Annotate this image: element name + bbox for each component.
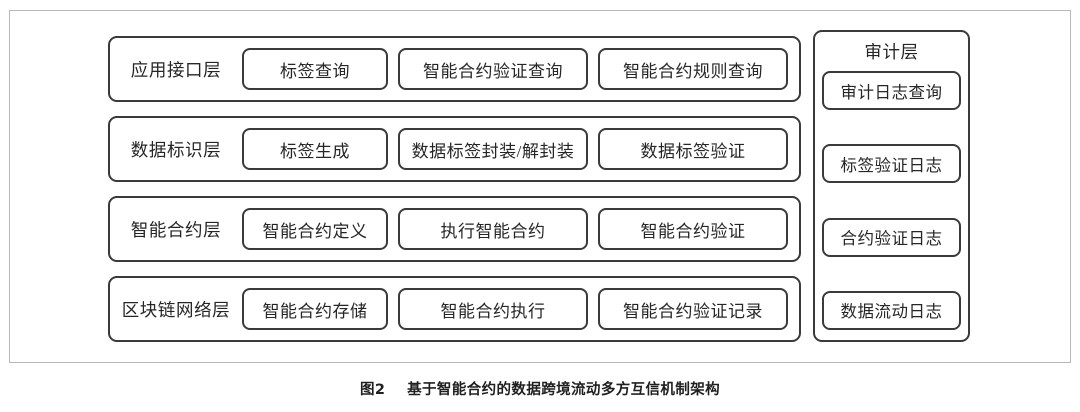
layer-row-application-interface: 应用接口层 标签查询 智能合约验证查询 智能合约规则查询 [108,36,801,102]
module-box[interactable]: 数据标签验证 [598,128,788,170]
audit-panel-title: 审计层 [864,42,919,62]
audit-item-list: 审计日志查询 标签验证日志 合约验证日志 数据流动日志 [815,71,968,340]
module-box[interactable]: 智能合约执行 [398,288,588,330]
module-box[interactable]: 标签查询 [242,48,388,90]
layer-label: 智能合约层 [130,219,222,240]
layer-label: 应用接口层 [130,59,222,80]
module-box[interactable]: 智能合约存储 [242,288,388,330]
audit-item-box[interactable]: 合约验证日志 [822,217,961,257]
audit-item-box[interactable]: 审计日志查询 [822,71,961,110]
module-box[interactable]: 智能合约验证记录 [598,288,788,330]
layer-module-list: 标签查询 智能合约验证查询 智能合约规则查询 [242,38,799,100]
layer-row-blockchain-network: 区块链网络层 智能合约存储 智能合约执行 智能合约验证记录 [108,276,801,342]
module-box[interactable]: 智能合约定义 [242,208,388,250]
layer-module-list: 标签生成 数据标签封装/解封装 数据标签验证 [242,118,799,180]
layer-module-list: 智能合约存储 智能合约执行 智能合约验证记录 [242,278,799,340]
module-box[interactable]: 数据标签封装/解封装 [398,128,588,170]
layer-row-data-identification: 数据标识层 标签生成 数据标签封装/解封装 数据标签验证 [108,116,801,182]
module-box[interactable]: 智能合约验证查询 [398,48,588,90]
layer-module-list: 智能合约定义 执行智能合约 智能合约验证 [242,198,799,260]
module-box[interactable]: 智能合约规则查询 [598,48,788,90]
audit-layer-panel: 审计层 审计日志查询 标签验证日志 合约验证日志 数据流动日志 [813,30,970,342]
layer-row-smart-contract: 智能合约层 智能合约定义 执行智能合约 智能合约验证 [108,196,801,262]
audit-item-box[interactable]: 数据流动日志 [822,290,961,330]
module-box[interactable]: 执行智能合约 [398,208,588,250]
audit-item-box[interactable]: 标签验证日志 [822,144,961,184]
module-box[interactable]: 标签生成 [242,128,388,170]
layer-label: 区块链网络层 [121,299,231,320]
figure-caption: 图2 基于智能合约的数据跨境流动多方互信机制架构 [359,382,721,398]
module-box[interactable]: 智能合约验证 [598,208,788,250]
layer-label: 数据标识层 [130,139,222,160]
